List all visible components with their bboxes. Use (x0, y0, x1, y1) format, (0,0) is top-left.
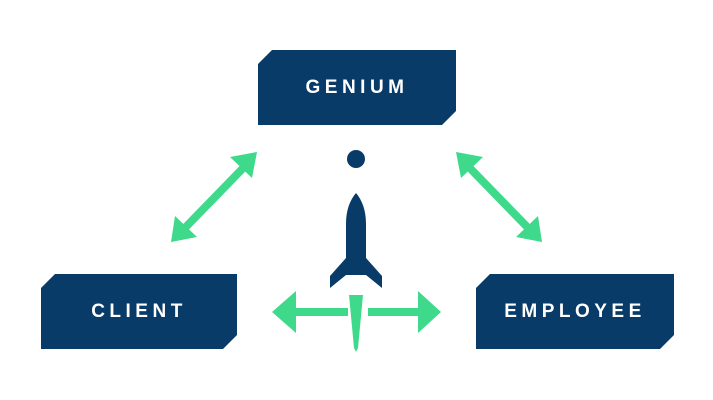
employee-box (476, 274, 674, 349)
genium-label: GENIUM (305, 76, 409, 98)
rocket-exhaust (349, 295, 363, 352)
arrow-head-up (230, 152, 257, 178)
arrow-genium-employee (456, 152, 542, 242)
genium-box (258, 50, 456, 125)
rocket-body (330, 193, 382, 288)
client-box (41, 274, 237, 349)
arrow-head-up (456, 152, 483, 178)
arrow-client-employee (272, 291, 441, 333)
arrow-genium-client (171, 152, 257, 242)
rocket-dot (347, 150, 365, 168)
arrow-head-down (516, 216, 542, 242)
arrow-head-down (171, 216, 197, 242)
arrow-shaft (176, 158, 253, 237)
arrow-shaft (460, 158, 537, 237)
rocket-icon (330, 150, 382, 352)
arrow-head-left (272, 291, 296, 333)
client-label: CLIENT (91, 300, 187, 322)
employee-label: EMPLOYEE (504, 300, 646, 322)
arrow-head-right (418, 291, 441, 333)
